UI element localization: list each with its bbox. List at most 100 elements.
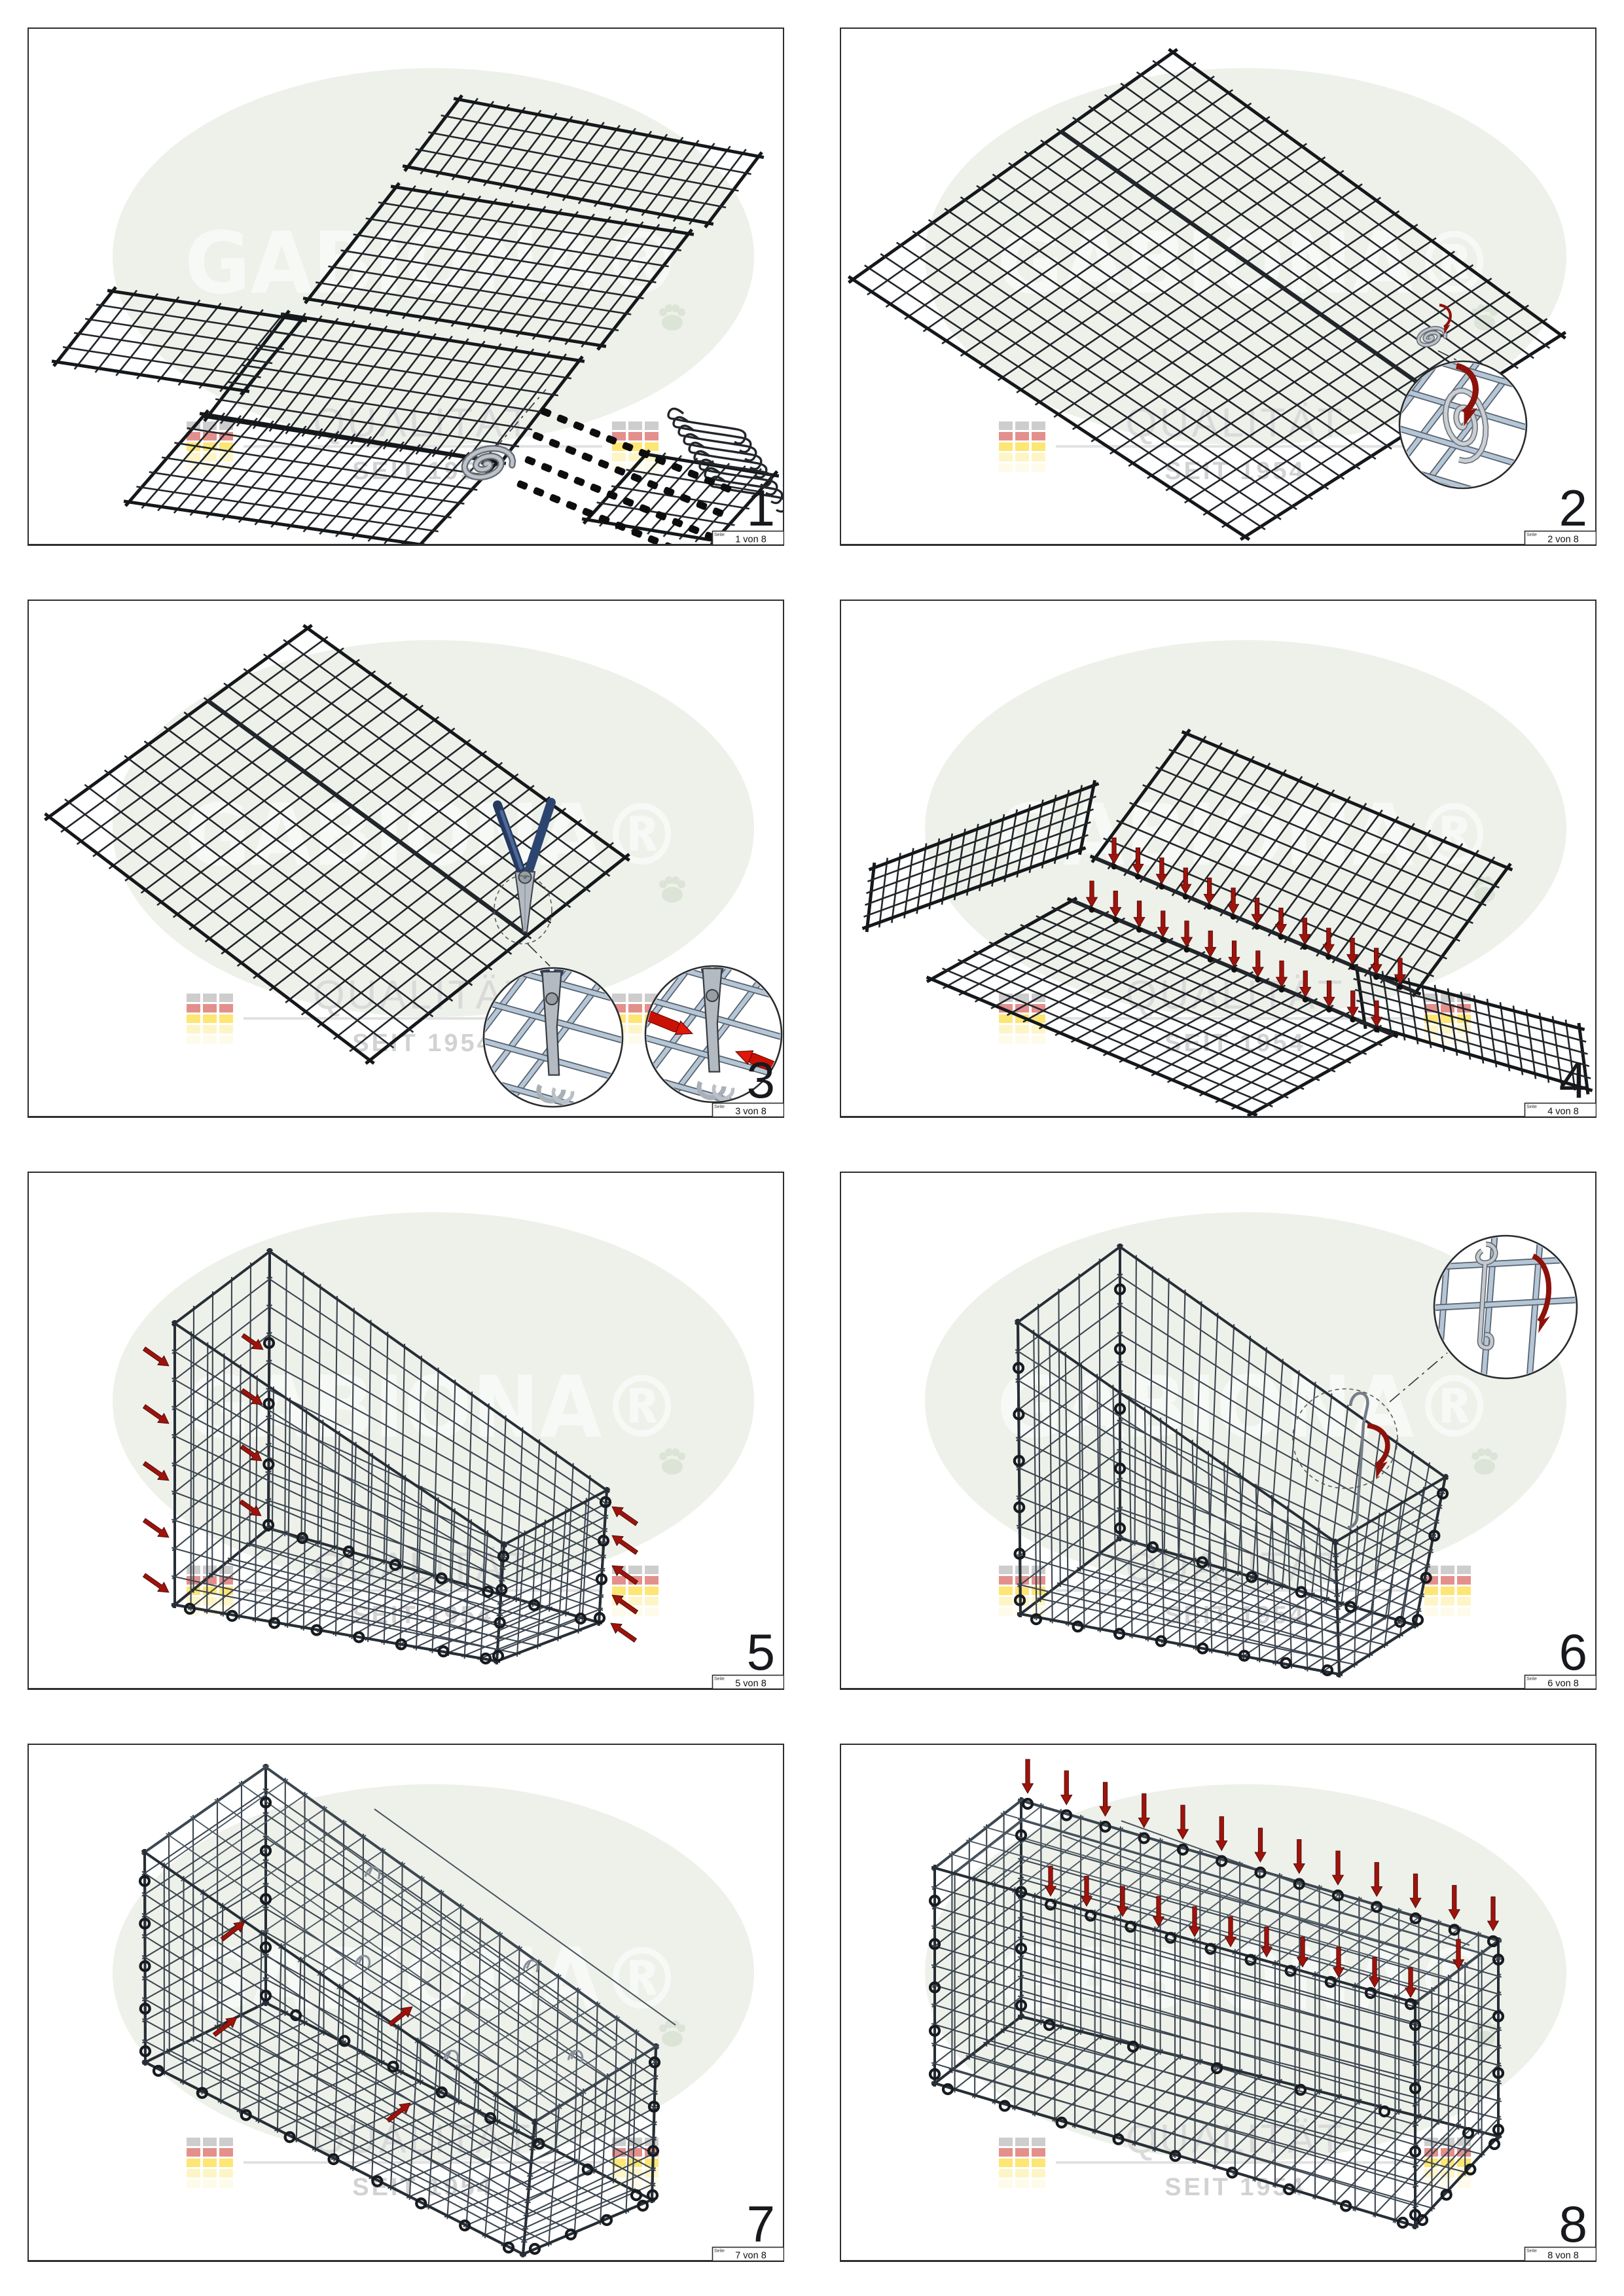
- ring-connector: [1420, 1571, 1432, 1584]
- red-arrow: [1180, 867, 1192, 895]
- leader-line: [527, 943, 550, 967]
- mesh-grid: [931, 1865, 1419, 2229]
- clip-fasteners-row: [532, 431, 724, 517]
- ring-connector: [1340, 2200, 1352, 2212]
- red-arrow: [610, 1623, 638, 1643]
- ring-connector: [1012, 1361, 1025, 1374]
- red-arrow: [1274, 907, 1288, 935]
- red-arrow: [1404, 1967, 1417, 1998]
- ring-connector: [1364, 1987, 1377, 2000]
- ring-connector: [497, 1550, 510, 1563]
- ring-connector: [283, 2131, 296, 2144]
- ring-connector: [459, 2219, 471, 2232]
- ring-connector: [338, 2035, 351, 2047]
- paw-icon: [659, 1448, 685, 1475]
- ring-connector: [262, 1518, 275, 1532]
- ring-connector: [1113, 1628, 1126, 1640]
- ring-connector: [494, 1617, 506, 1629]
- ring-connector: [152, 2064, 165, 2077]
- red-arrow: [1021, 1759, 1034, 1794]
- paw-icon: [659, 304, 685, 331]
- ring-connector: [262, 1336, 276, 1350]
- ring-connector: [1176, 1843, 1189, 1856]
- ring-connector: [1488, 2138, 1501, 2151]
- red-arrow: [1370, 948, 1382, 975]
- ring-connector: [1464, 2163, 1477, 2176]
- ring-connector: [1196, 1556, 1208, 1568]
- ring-connector: [1113, 1403, 1127, 1415]
- leader-line: [1389, 1352, 1448, 1403]
- lacing-wire: [1347, 1391, 1369, 1530]
- ring-connector: [259, 1796, 272, 1809]
- ring-connector: [1284, 1965, 1297, 1977]
- ring-connector: [226, 1609, 238, 1622]
- red-arrow: [1157, 910, 1169, 938]
- ring-connector: [928, 1894, 941, 1907]
- ring-connector: [928, 2024, 941, 2037]
- mesh-grid: [1089, 728, 1513, 997]
- ring-connector: [998, 2100, 1011, 2112]
- red-arrow: [1152, 1896, 1165, 1928]
- red-arrow: [1275, 960, 1288, 988]
- ring-connector: [941, 2083, 954, 2096]
- quality-watermark-text: QUALITÄT: [1125, 973, 1344, 1018]
- page-counter-label: Seite: [1526, 1105, 1537, 1109]
- ring-connector: [492, 1649, 505, 1662]
- ring-connector: [564, 2228, 577, 2241]
- step-number: 2: [1559, 479, 1587, 537]
- ring-connector: [262, 1458, 275, 1471]
- ring-connector: [437, 1645, 450, 1658]
- red-arrow: [1228, 941, 1240, 968]
- red-arrow: [1448, 1885, 1460, 1920]
- red-arrow: [1133, 901, 1146, 928]
- pliers-tool: [493, 798, 556, 933]
- ring-connector: [1462, 2126, 1475, 2140]
- dashed-focus-ellipse: [494, 875, 552, 944]
- ring-connector: [1492, 2123, 1505, 2136]
- clip-fasteners-row: [524, 456, 716, 541]
- ring-connector: [1146, 1541, 1159, 1554]
- red-arrow: [212, 2017, 238, 2037]
- german-flag-logo: [999, 1566, 1045, 1616]
- page-counter-value: 1 von 8: [735, 535, 767, 545]
- red-arrow: [1254, 1827, 1267, 1863]
- ring-connector: [1324, 1976, 1337, 1988]
- red-arrow: [1452, 1939, 1465, 1970]
- mesh-grid: [51, 286, 308, 396]
- ring-connector: [1396, 2216, 1409, 2229]
- heavy-wire: [207, 699, 528, 937]
- red-arrow: [142, 1573, 170, 1593]
- brand-watermark: GABIONA®: [185, 1929, 682, 2029]
- mesh-grid: [302, 182, 695, 351]
- ring-connector: [1331, 1889, 1344, 1902]
- ring-connector: [1295, 1586, 1307, 1598]
- ring-connector: [1411, 1613, 1424, 1626]
- ring-connector: [1321, 1664, 1334, 1677]
- ring-connector: [259, 1893, 272, 1905]
- ring-connector: [1085, 1909, 1097, 1922]
- ring-connector: [1021, 1797, 1034, 1810]
- red-arrow: [1227, 888, 1240, 915]
- mesh-grid: [1351, 963, 1593, 1095]
- red-arrow: [1252, 950, 1264, 978]
- ring-connector: [259, 1844, 272, 1857]
- red-arrow: [142, 1461, 170, 1481]
- page-counter-value: 8 von 8: [1547, 2251, 1579, 2261]
- ring-connector: [599, 1496, 612, 1509]
- red-arrow: [1260, 1926, 1273, 1958]
- dashed-focus-ellipse: [1292, 1388, 1398, 1489]
- page-counter-value: 3 von 8: [735, 1107, 767, 1117]
- red-arrow: [1108, 837, 1121, 865]
- ring-connector: [496, 1583, 508, 1596]
- ring-connector: [630, 2189, 643, 2202]
- mesh-grid: [861, 780, 1100, 933]
- red-arrow: [142, 1346, 170, 1367]
